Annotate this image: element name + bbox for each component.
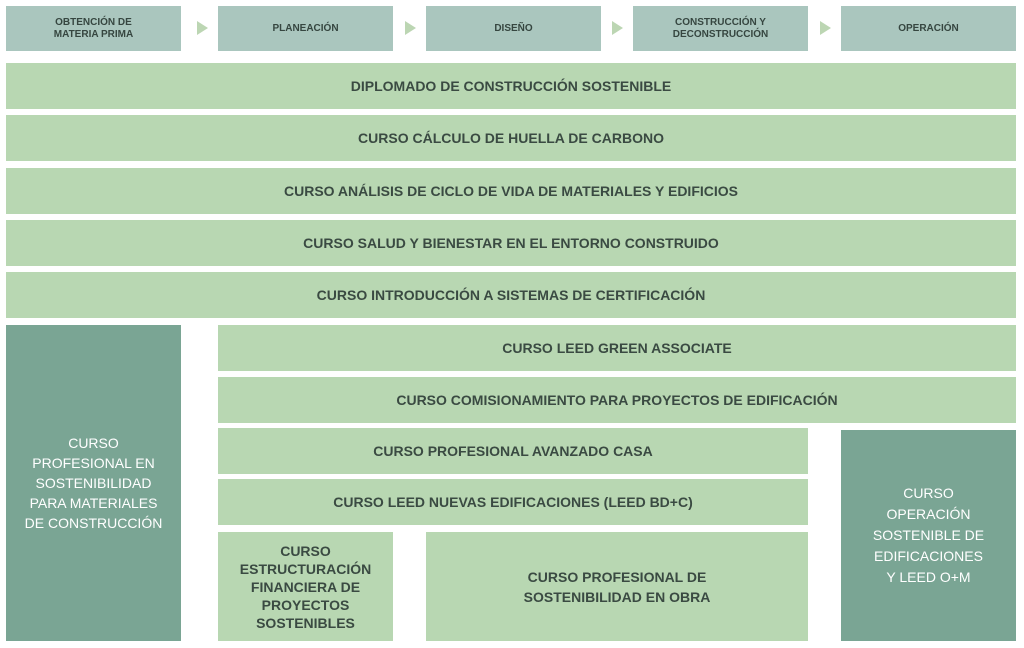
course-leed-green-associate: CURSO LEED GREEN ASSOCIATE xyxy=(218,325,1016,371)
arrow-icon xyxy=(197,21,208,35)
arrow-icon xyxy=(820,21,831,35)
course-onsite-sustainability: CURSO PROFESIONAL DE SOSTENIBILIDAD EN O… xyxy=(426,532,808,641)
phase-label: CONSTRUCCIÓN Y DECONSTRUCCIÓN xyxy=(672,16,769,40)
phase-label: DISEÑO xyxy=(494,22,533,34)
phase-label: OBTENCIÓN DE MATERIA PRIMA xyxy=(53,16,134,40)
arrow-icon xyxy=(405,21,416,35)
phase-planning: PLANEACIÓN xyxy=(218,6,393,51)
phase-operation: OPERACIÓN xyxy=(841,6,1016,51)
course-life-cycle-analysis: CURSO ANÁLISIS DE CICLO DE VIDA DE MATER… xyxy=(6,168,1016,214)
phase-label: OPERACIÓN xyxy=(898,22,959,34)
course-casa-advanced: CURSO PROFESIONAL AVANZADO CASA xyxy=(218,428,808,474)
course-certification-systems: CURSO INTRODUCCIÓN A SISTEMAS DE CERTIFI… xyxy=(6,272,1016,318)
course-materials-sustainability: CURSO PROFESIONAL EN SOSTENIBILIDAD PARA… xyxy=(6,325,181,641)
course-sustainable-operation: CURSO OPERACIÓN SOSTENIBLE DE EDIFICACIO… xyxy=(841,430,1016,641)
arrow-icon xyxy=(612,21,623,35)
phase-raw-material: OBTENCIÓN DE MATERIA PRIMA xyxy=(6,6,181,51)
course-sustainable-construction-diploma: DIPLOMADO DE CONSTRUCCIÓN SOSTENIBLE xyxy=(6,63,1016,109)
course-commissioning: CURSO COMISIONAMIENTO PARA PROYECTOS DE … xyxy=(218,377,1016,423)
phase-label: PLANEACIÓN xyxy=(272,22,339,34)
course-carbon-footprint: CURSO CÁLCULO DE HUELLA DE CARBONO xyxy=(6,115,1016,161)
phase-design: DISEÑO xyxy=(426,6,601,51)
course-leed-new-construction: CURSO LEED NUEVAS EDIFICACIONES (LEED BD… xyxy=(218,479,808,525)
phase-construction: CONSTRUCCIÓN Y DECONSTRUCCIÓN xyxy=(633,6,808,51)
course-health-wellbeing: CURSO SALUD Y BIENESTAR EN EL ENTORNO CO… xyxy=(6,220,1016,266)
course-financial-structuring: CURSO ESTRUCTURACIÓN FINANCIERA DE PROYE… xyxy=(218,532,393,641)
